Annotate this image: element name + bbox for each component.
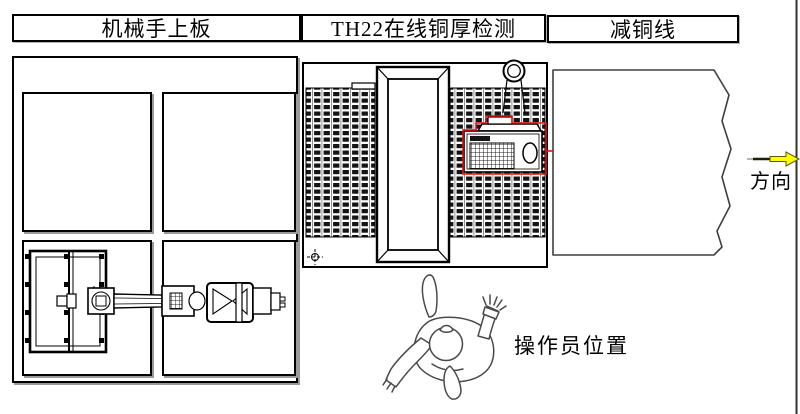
copper-line-region bbox=[552, 69, 732, 256]
pallet-slot-top-right bbox=[162, 92, 296, 232]
thickness-tester-device bbox=[463, 116, 543, 173]
header-label-copper-reduction: 减铜线 bbox=[610, 18, 676, 42]
highlight-outline bbox=[462, 115, 553, 175]
header-cell-th22-inspection: TH22在线铜厚检测 bbox=[301, 14, 546, 42]
conveyor-left-section bbox=[305, 82, 376, 238]
robot-arm-figure bbox=[56, 282, 286, 323]
header-label-th22-inspection: TH22在线铜厚检测 bbox=[331, 17, 516, 41]
header-cell-copper-reduction: 减铜线 bbox=[547, 15, 739, 43]
inspection-gate-figure bbox=[375, 65, 451, 264]
header-cell-robot-loading: 机械手上板 bbox=[12, 14, 301, 42]
hoist-ring-icon bbox=[502, 59, 526, 114]
pallet-slot-top-left bbox=[22, 92, 152, 232]
operator-figure bbox=[382, 274, 507, 400]
direction-arrow-icon bbox=[747, 151, 800, 167]
operator-position-label: 操作员位置 bbox=[514, 334, 629, 358]
direction-label: 方向 bbox=[750, 171, 792, 193]
header-label-robot-loading: 机械手上板 bbox=[101, 17, 212, 41]
datum-marker-icon bbox=[307, 249, 323, 265]
